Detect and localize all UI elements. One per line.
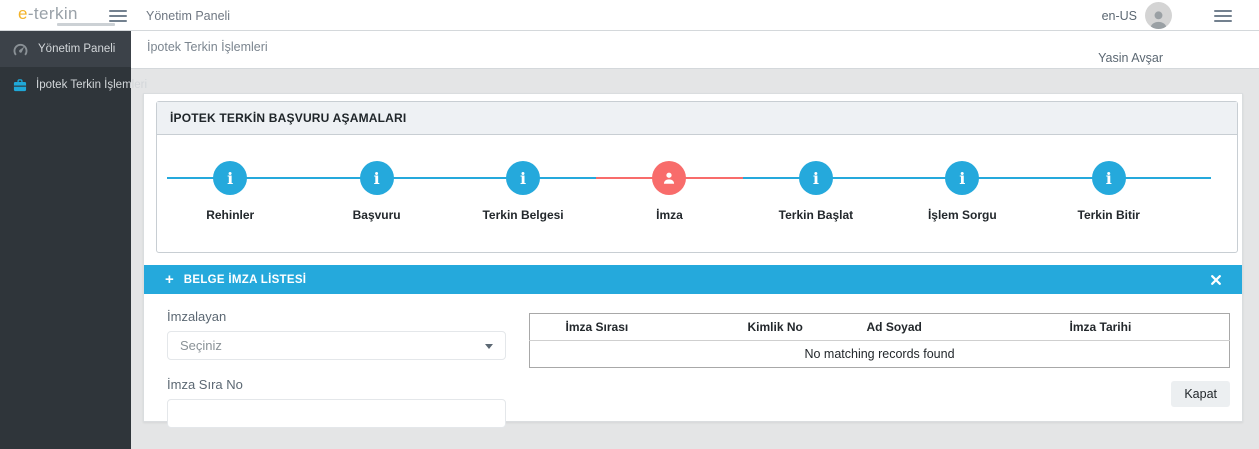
info-icon: i [1105,168,1112,188]
sidebar-item-label: Yönetim Paneli [38,43,116,55]
top-navbar: e-terkin Yönetim Paneli en-US [0,0,1259,31]
step-label: Başvuru [352,208,401,222]
step-basvuru: i Başvuru [303,161,449,222]
aside-toggle-icon[interactable] [1214,10,1232,22]
user-avatar[interactable] [1145,2,1172,29]
signature-list-title: BELGE İMZA LİSTESİ [183,273,307,286]
step-terkin-belgesi-circle[interactable]: i [506,161,541,195]
step-imza-circle[interactable] [652,161,687,195]
kapat-button[interactable]: Kapat [1171,381,1230,407]
step-terkin-bitir: i Terkin Bitir [1036,161,1182,222]
order-no-input[interactable] [167,399,506,428]
chevron-down-icon [485,344,493,349]
col-imza-sirasi: İmza Sırası [557,313,740,341]
signer-label: İmzalayan [167,309,227,324]
step-terkin-belgesi: i Terkin Belgesi [450,161,596,222]
signature-table: İmza Sırası Kimlik No Ad Soyad İmza Tari… [529,313,1230,368]
step-islem-sorgu: i İşlem Sorgu [889,161,1035,222]
breadcrumb: İpotek Terkin İşlemleri [147,40,268,54]
step-label: Rehinler [206,208,255,222]
step-terkin-bitir-circle[interactable]: i [1091,161,1126,195]
step-basvuru-circle[interactable]: i [359,161,394,195]
step-label: Terkin Başlat [778,208,854,222]
step-islem-sorgu-circle[interactable]: i [945,161,980,195]
step-label: Terkin Belgesi [482,208,564,222]
step-label: İmza [656,208,683,222]
info-icon: i [227,168,234,188]
signature-list-header: + BELGE İMZA LİSTESİ [144,265,1242,294]
step-label: Terkin Bitir [1077,208,1140,222]
current-user-name: Yasin Avşar [1098,51,1163,65]
col-kimlik-no: Kimlik No [739,313,859,341]
person-icon [664,172,675,184]
step-imza-current: İmza [596,161,744,222]
tachometer-icon [13,43,29,56]
step-label: İşlem Sorgu [927,208,997,222]
signer-select-value: Seçiniz [180,338,222,353]
stepper-panel-title: İPOTEK TERKİN BAŞVURU AŞAMALARI [157,102,1237,135]
info-icon: i [520,168,527,188]
sidebar-toggle-icon[interactable] [109,10,127,22]
language-selector[interactable]: en-US [1101,9,1137,23]
order-no-label: İmza Sıra No [167,377,243,392]
col-row-number [529,313,558,341]
logo-text: -terkin [27,4,78,23]
step-rehinler-circle[interactable]: i [213,161,248,195]
person-icon [1150,11,1167,29]
wizard-stepper: i Rehinler i Başvuru i Terkin Belgesi İm… [157,135,1237,252]
signature-table-area: İmza Sırası Kimlik No Ad Soyad İmza Tari… [529,313,1230,428]
breadcrumb-bar: İpotek Terkin İşlemleri Yasin Avşar [131,31,1259,69]
close-icon[interactable] [1211,274,1221,285]
logo-tagline [57,23,115,26]
step-terkin-baslat: i Terkin Başlat [743,161,889,222]
panel-actions: Kapat [529,381,1230,407]
sidebar-item-yonetim-paneli[interactable]: Yönetim Paneli [0,31,131,67]
signer-select[interactable]: Seçiniz [167,331,506,360]
step-rehinler: i Rehinler [157,161,303,222]
sidebar-item-ipotek-terkin[interactable]: İpotek Terkin İşlemleri [0,67,147,103]
info-icon: i [959,168,966,188]
sidebar: Yönetim Paneli İpotek Terkin İşlemleri [0,31,147,449]
sidebar-item-label: İpotek Terkin İşlemleri [36,79,147,91]
content-card: İPOTEK TERKİN BAŞVURU AŞAMALARI i Rehinl… [143,93,1243,428]
info-icon: i [812,168,819,188]
col-ad-soyad: Ad Soyad [858,313,1062,341]
stepper-panel: İPOTEK TERKİN BAŞVURU AŞAMALARI i Rehinl… [156,101,1238,253]
briefcase-icon [13,78,27,92]
expand-plus-icon[interactable]: + [165,271,174,288]
navbar-page-title: Yönetim Paneli [146,9,231,23]
info-icon: i [373,168,380,188]
col-imza-tarihi: İmza Tarihi [1061,313,1230,341]
signature-form-section: İmzalayan Seçiniz İmza Sıra No İmza Sıra… [144,294,1242,428]
step-terkin-baslat-circle[interactable]: i [798,161,833,195]
app-logo[interactable]: e-terkin [18,4,78,24]
table-header-row: İmza Sırası Kimlik No Ad Soyad İmza Tari… [529,313,1230,341]
table-empty-row: No matching records found [530,341,1230,368]
signature-form: İmzalayan Seçiniz İmza Sıra No [167,306,506,428]
main-content: İpotek Terkin İşlemleri Yasin Avşar İPOT… [131,31,1259,449]
empty-message: No matching records found [804,347,955,361]
logo-accent-letter: e [18,4,28,23]
